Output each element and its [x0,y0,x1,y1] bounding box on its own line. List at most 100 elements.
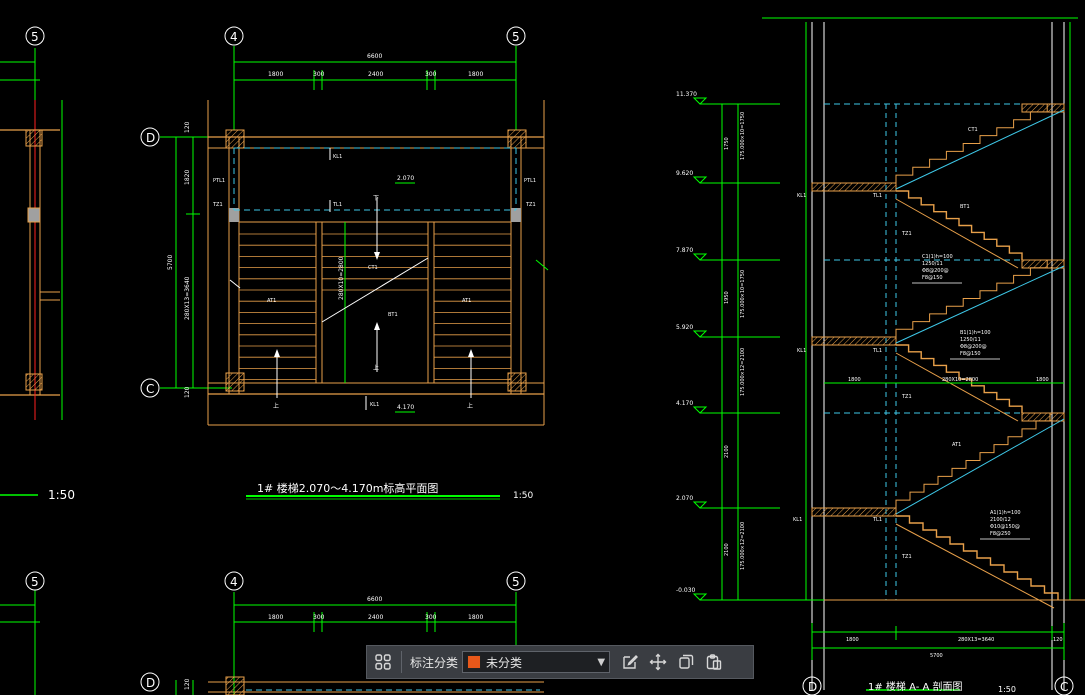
plan-label-tz1-left: TZ1 [212,202,223,208]
plan-scale: 1:50 [513,491,533,501]
section-level-value: 4.170 [676,400,693,407]
svg-text:D: D [146,676,155,690]
axis-bubble-c-section: C [1054,676,1074,695]
section-dim-bottom-run: 280X13=3640 [958,637,994,643]
stair-slab-line [895,109,1065,190]
section-dim-h2: 1950 [724,291,730,304]
section-dim-h4-run: 175.000×12=2100 [740,522,746,570]
axis-bubble-d-plan: D [140,127,160,147]
section-dim-mid-run: 280X10=2800 [942,377,978,383]
plan-arrow-label-up: 上 [373,364,379,372]
section-level-value: 11.370 [676,91,697,98]
section-notes: C1(1)h=1001250/11Φ8@200@F8@150B1(1)h=100… [912,254,1030,540]
level-triangle [692,330,708,338]
section-label-kl1-b: KL1 [797,348,806,354]
section-dim-mid-left: 1800 [848,377,861,383]
lower-plan-dim-vertical-top: 120 [184,678,191,690]
section-label-bt1: BT1 [960,204,970,210]
lower-plan-dim-seg-b: 300 [313,614,325,621]
annotation-toolbar: 标注分类 未分类 ▼ [366,645,754,679]
stair-plan [160,46,549,500]
plan-label-level-bottom: 4.170 [397,404,414,411]
stair-flight-profile [895,103,1064,183]
svg-text:5: 5 [31,30,39,44]
stair-flight-profile [895,412,1064,508]
plan-dim-vertical-total: 5700 [167,255,174,270]
lower-plan-dim-seg-e: 1800 [468,614,483,621]
section-dim-h3-run: 175.000×12=2100 [740,348,746,396]
grid-icon[interactable] [369,648,397,676]
copy-icon[interactable] [672,648,700,676]
section-note-line: A1(1)h=100 [990,510,1021,516]
category-color-swatch [467,655,482,669]
svg-text:5: 5 [512,575,520,589]
stair-slab-line [895,523,1055,609]
plan-label-kl1: KL1 [333,154,342,160]
section-level-value: 7.870 [676,247,693,254]
level-triangle [692,501,708,509]
annotation-category-label: 标注分类 [410,655,459,670]
axis-bubble-c-plan: C [140,378,160,398]
section-scale: 1:50 [998,685,1016,694]
section-note-line: B1(1)h=100 [960,330,991,336]
paste-icon[interactable] [700,648,728,676]
section-dim-h1-run: 175.000×10=1750 [740,112,746,160]
section-note-line: Φ10@150@ [990,524,1020,530]
lower-plan-dim-seg-a: 1800 [268,614,283,621]
plan-dim-seg-d: 300 [425,71,437,78]
level-triangle [692,593,708,601]
stair-flight-profile [896,344,1023,413]
section-note-line: Φ8@200@ [960,344,987,350]
level-triangle [692,406,708,414]
move-icon[interactable] [644,648,672,676]
plan-label-tz1-right: TZ1 [525,202,536,208]
section-dim-h1: 1750 [724,137,730,150]
stair-flight-profile [895,259,1064,337]
lower-plan-dim-seg-d: 300 [425,614,437,621]
section-dim-mid-right: 1800 [1036,377,1049,383]
edit-icon[interactable] [616,648,644,676]
stair-section [700,17,1085,691]
section-dim-bottom-right: 120 [1053,637,1063,643]
plan-dim-seg-b: 300 [313,71,325,78]
plan-label-at1-left: AT1 [267,298,276,304]
section-level-value: 2.070 [676,495,693,502]
plan-dim-seg-a: 1800 [268,71,283,78]
section-note-line: F8@150 [960,351,981,357]
svg-text:5: 5 [31,575,39,589]
svg-text:D: D [146,131,155,145]
section-label-tz1-b: TZ1 [901,394,912,400]
chevron-down-icon: ▼ [597,656,606,668]
stair-slab-line [895,265,1065,344]
axis-bubble-4-top: 4 [224,26,244,46]
stair-flight-profile [896,190,1023,260]
plan-label-tl1: TL1 [332,202,342,208]
section-level-value: -0.030 [676,587,696,594]
plan-dim-seg-e: 1800 [468,71,483,78]
level-triangle [692,97,708,105]
plan-dim-vertical-mid: 1820 [184,170,191,185]
stair-slab-line [895,352,1019,422]
section-label-tl1-c: TL1 [872,517,882,523]
plan-dim-seg-c: 2400 [368,71,383,78]
section-label-kl1-c: KL1 [793,517,802,523]
plan-dim-vertical-run: 280X13=3640 [184,276,191,320]
plan-arrow-label-down: 下 [373,195,379,202]
annotation-category-select[interactable]: 未分类 ▼ [462,651,611,673]
section-label-at1: AT1 [952,442,961,448]
plan-label-ct1: CT1 [368,265,378,271]
plan-dim-vertical-bottom: 120 [184,386,191,398]
section-label-tz1-c: TZ1 [901,554,912,560]
section-label-tl1-b: TL1 [872,348,882,354]
axis-bubble-5-left-top: 5 [25,26,45,46]
plan-label-pt1-right: PTL1 [524,178,536,184]
section-note-line: F8@250 [990,531,1011,537]
left-plan-scale: 1:50 [48,488,75,502]
plan-dim-vertical-top: 120 [184,121,191,133]
svg-text:4: 4 [230,575,238,589]
section-note-line: Φ8@200@ [922,268,949,274]
plan-arrow-label-right: 上 [467,402,473,410]
axis-bubble-4-lower: 4 [224,571,244,591]
